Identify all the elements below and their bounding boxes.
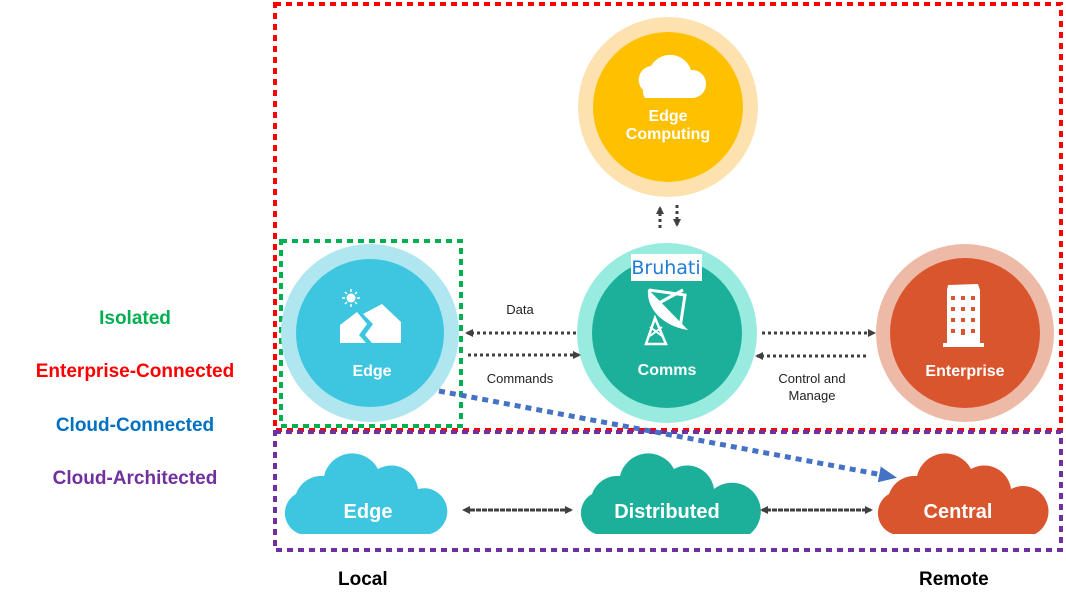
cloud-shape-edge [284,453,448,534]
edge-computing-label-2: Computing [626,126,710,143]
flow-label-commands: Commands [487,371,554,386]
node-enterprise[interactable]: Enterprise [876,244,1054,422]
cloud-central-label: Central [924,501,993,523]
cloud-icon [638,54,707,98]
cloud-edge[interactable]: Edge [284,453,448,534]
arrow-cloud-connected [438,388,897,483]
tier-label-enterprise-connected: Enterprise-Connected [35,361,235,382]
tier-label-cloud-architected: Cloud-Architected [52,468,218,489]
cloud-distributed-label: Distributed [614,501,720,523]
cloud-architected-boundary [273,430,1063,552]
enterprise-node-label: Enterprise [925,363,1004,380]
axis-label-remote: Remote [919,569,989,590]
bruhati-badge [631,254,702,281]
flow-label-control-2: Manage [789,388,836,403]
axis-label-local: Local [338,569,388,590]
edge-computing-label-1: Edge [648,108,687,125]
cloud-shape-central [877,453,1049,534]
node-edge-computing[interactable]: Edge Computing [578,17,758,197]
node-edge[interactable]: Edge [281,244,459,422]
isolated-boundary [279,239,463,428]
node-comms[interactable]: Bruhati Comms [577,243,757,423]
cloud-central[interactable]: Central [877,453,1049,534]
flow-label-data: Data [506,302,534,317]
bruhati-badge-text: Bruhati [631,257,700,279]
edge-node-label: Edge [352,363,391,380]
enterprise-connected-boundary [273,2,1063,432]
building-icon [943,284,984,347]
flow-label-control-1: Control and [778,371,845,386]
cloud-distributed[interactable]: Distributed [580,453,761,534]
tier-label-isolated: Isolated [99,308,171,329]
cloud-shape-distributed [580,453,761,534]
mountain-sun-icon [340,289,401,343]
comms-node-label: Comms [638,362,697,379]
cloud-edge-label: Edge [344,501,393,523]
satellite-dish-icon [644,288,688,346]
tier-label-cloud-connected: Cloud-Connected [55,415,215,436]
